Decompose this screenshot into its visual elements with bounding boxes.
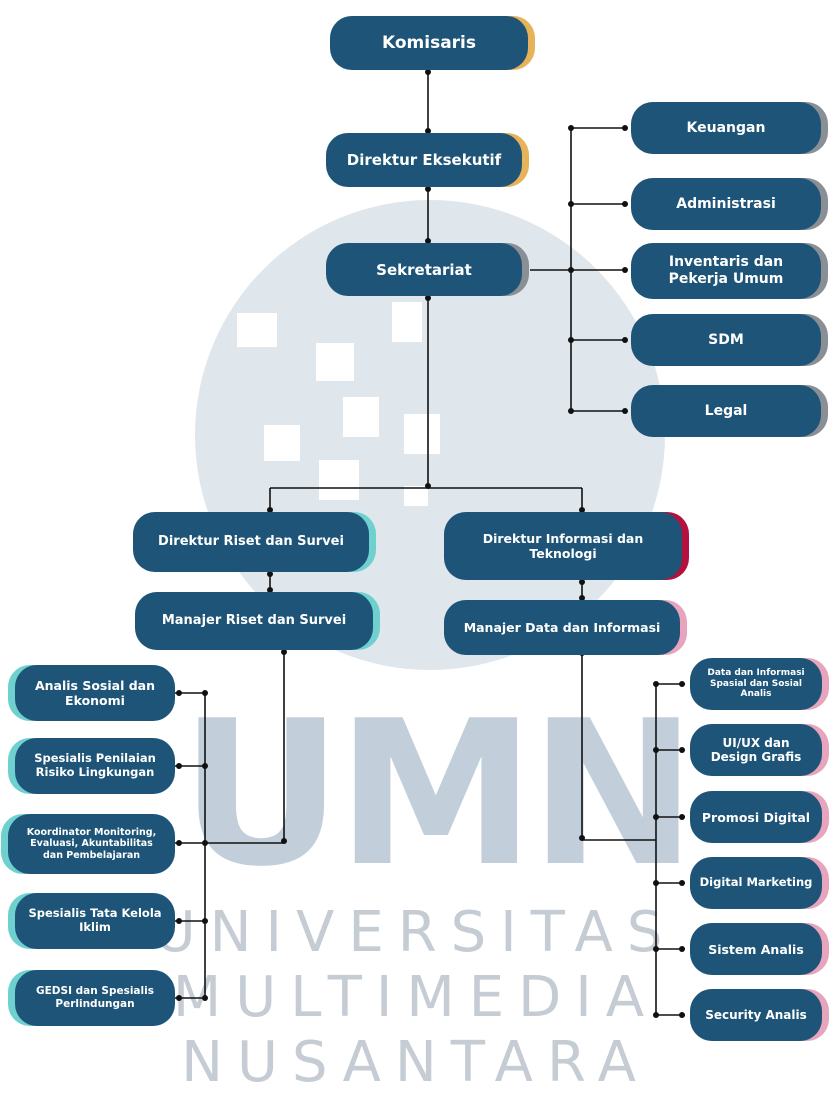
node-administrasi: Administrasi: [631, 178, 821, 230]
node-promosi-digital: Promosi Digital: [690, 791, 822, 843]
node-data-spasial: Data dan Informasi Spasial dan Sosial An…: [690, 658, 822, 710]
node-gedsi: GEDSI dan Spesialis Perlindungan: [15, 970, 175, 1026]
node-sekretariat: Sekretariat: [326, 243, 522, 296]
node-keuangan: Keuangan: [631, 102, 821, 154]
node-analis-sosial: Analis Sosial dan Ekonomi: [15, 665, 175, 721]
node-digital-marketing: Digital Marketing: [690, 857, 822, 909]
node-manajer-riset: Manajer Riset dan Survei: [135, 592, 373, 650]
node-sistem-analis: Sistem Analis: [690, 923, 822, 975]
node-legal: Legal: [631, 385, 821, 437]
node-sdm: SDM: [631, 314, 821, 366]
node-direktur-eksekutif: Direktur Eksekutif: [326, 133, 522, 187]
node-uiux: UI/UX dan Design Grafis: [690, 724, 822, 776]
node-spesialis-penilaian: Spesialis Penilaian Risiko Lingkungan: [15, 738, 175, 794]
node-manajer-data: Manajer Data dan Informasi: [444, 600, 680, 655]
node-spesialis-tata: Spesialis Tata Kelola Iklim: [15, 893, 175, 949]
node-inventaris: Inventaris dan Pekerja Umum: [631, 243, 821, 299]
node-koordinator: Koordinator Monitoring, Evaluasi, Akunta…: [8, 814, 175, 874]
node-security-analis: Security Analis: [690, 989, 822, 1041]
node-direktur-riset: Direktur Riset dan Survei: [133, 512, 369, 572]
node-direktur-it: Direktur Informasi dan Teknologi: [444, 512, 682, 580]
node-komisaris: Komisaris: [330, 16, 528, 70]
